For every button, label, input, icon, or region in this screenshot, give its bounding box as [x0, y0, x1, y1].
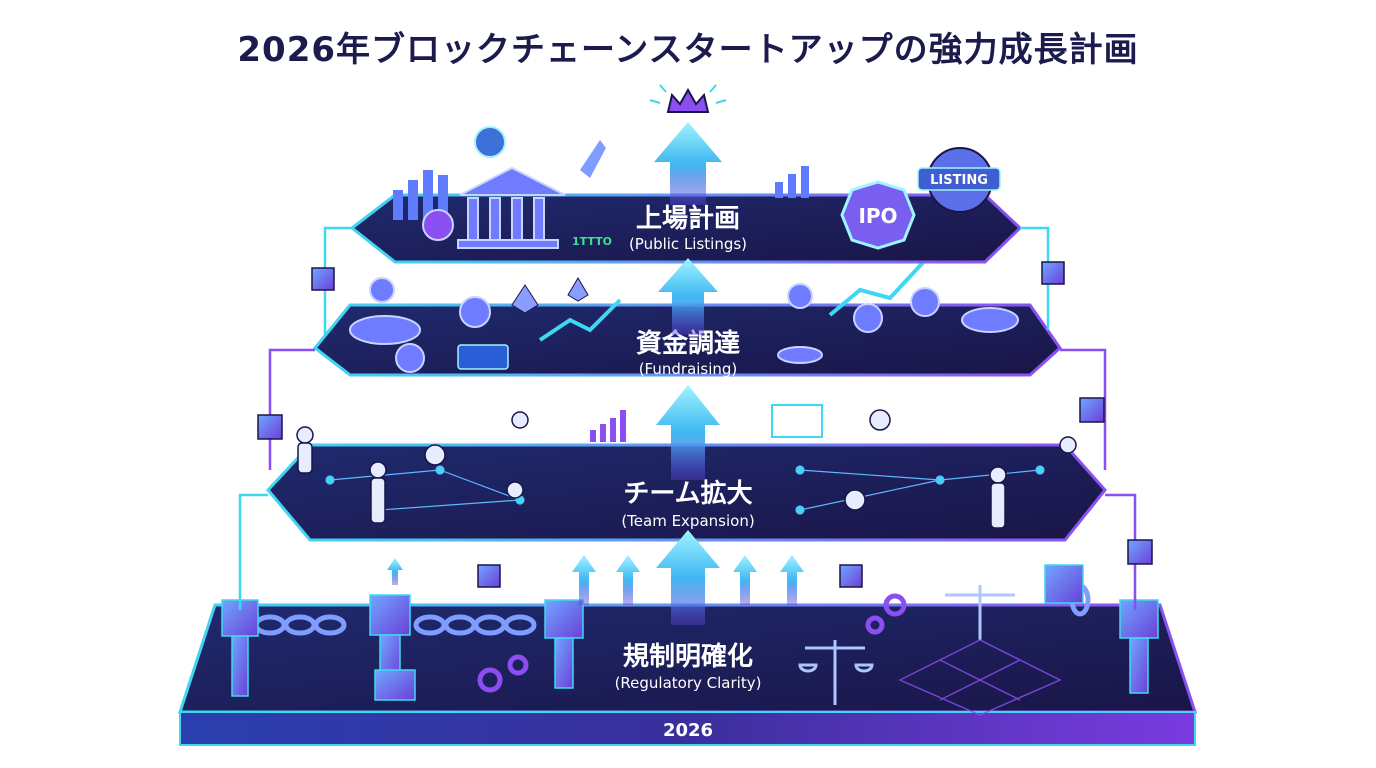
page-title: 2026年ブロックチェーンスタートアップの強力成長計画	[237, 30, 1139, 70]
grid-icon	[898, 639, 1062, 716]
ipo-label: IPO	[858, 204, 897, 228]
bitcoin-icon	[422, 209, 454, 241]
tier-team-expansion: チーム拡大 (Team Expansion)	[265, 404, 1107, 542]
tier-regulatory-clarity: 規制明確化 (Regulatory Clarity) 2026	[177, 564, 1198, 746]
tier-label-jp: 上場計画	[636, 203, 740, 234]
scales-icon	[798, 585, 1015, 705]
rocket-icon	[580, 140, 606, 178]
tier-label-en: (Team Expansion)	[621, 512, 754, 530]
bank-icon	[457, 166, 566, 249]
base-year: 2026	[663, 720, 713, 741]
ethereum-icon	[511, 277, 589, 314]
ipo-badge	[840, 180, 916, 250]
coin-icon	[349, 277, 1019, 373]
ticker-label: 1TTTO	[572, 235, 612, 248]
gear-icon	[477, 593, 907, 693]
tier-label-jp: チーム拡大	[623, 479, 752, 509]
tier-label-en: (Public Listings)	[629, 235, 747, 253]
tier-fundraising: 資金調達 (Fundraising)	[312, 253, 1062, 378]
listing-label: LISTING	[930, 173, 988, 188]
banknote-icon	[457, 344, 509, 370]
trend-arrow-icon	[828, 253, 932, 317]
tier-label-en: (Fundraising)	[639, 360, 738, 378]
block-cube-icon	[257, 261, 1153, 588]
analytics-icon	[474, 126, 506, 158]
growth-arrow-icon	[387, 122, 804, 625]
tier-public-listings: 1TTTO IPO LISTING 上場計画 (Public Listings)	[349, 126, 1023, 264]
bar-chart-icon	[393, 166, 809, 220]
tier-label-jp: 規制明確化	[623, 641, 753, 672]
listing-badge	[917, 167, 1001, 191]
crown-icon	[649, 84, 727, 113]
trend-arrow-icon	[538, 298, 622, 342]
person-icon	[296, 409, 1077, 529]
chart-icon	[590, 404, 823, 442]
tier-label-en: (Regulatory Clarity)	[615, 674, 762, 692]
